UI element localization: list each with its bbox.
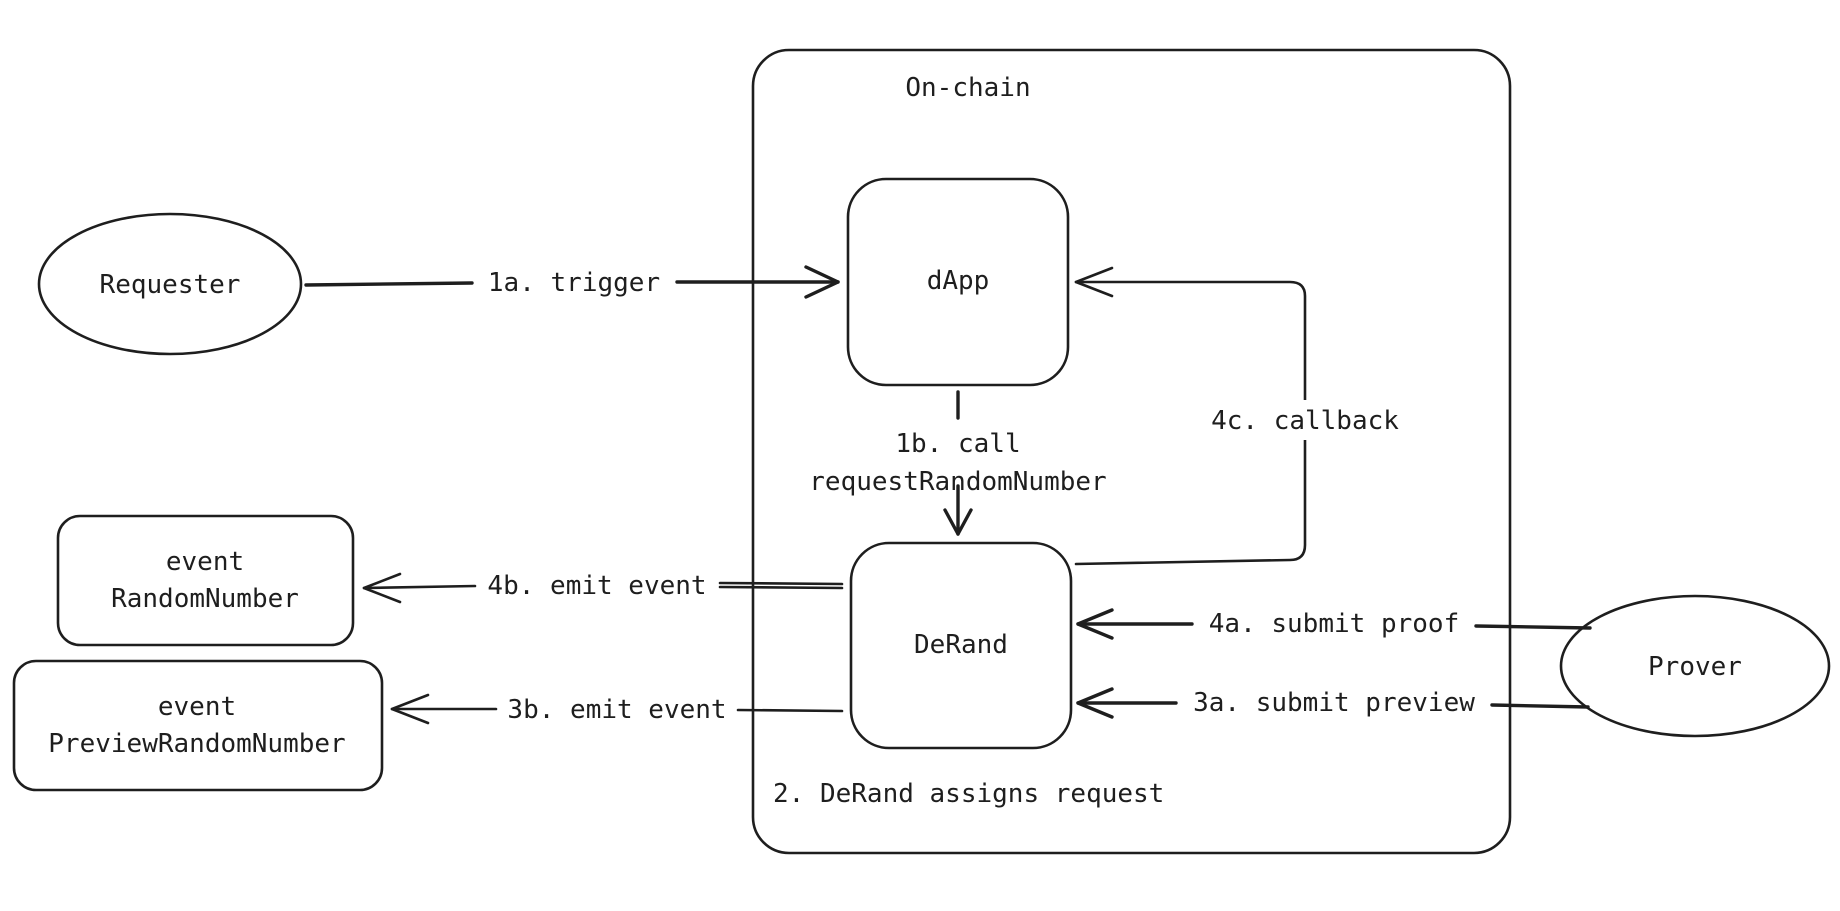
edge-callback-label: 4c. callback bbox=[1211, 406, 1399, 436]
edge-emit-preview-label: 3b. emit event bbox=[507, 695, 726, 725]
dapp-node bbox=[846, 177, 1070, 387]
edge-submit-proof-label: 4a. submit proof bbox=[1209, 609, 1459, 639]
edge-call: 1b. call requestRandomNumber bbox=[809, 390, 1107, 536]
derand-label: DeRand bbox=[914, 630, 1008, 660]
edge-call-label-line2: requestRandomNumber bbox=[809, 467, 1106, 497]
prover-label: Prover bbox=[1648, 652, 1742, 682]
edge-submit-proof: 4a. submit proof bbox=[1076, 608, 1592, 640]
edge-emit-preview: 3b. emit event bbox=[390, 693, 844, 725]
edge-callback: 4c. callback bbox=[1074, 266, 1414, 566]
edge-emit-random: 4b. emit event bbox=[362, 571, 844, 604]
edge-submit-preview: 3a. submit preview bbox=[1076, 687, 1590, 719]
edge-submit-preview-label: 3a. submit preview bbox=[1193, 688, 1475, 718]
requester-label: Requester bbox=[100, 270, 241, 300]
assigns-request-label: 2. DeRand assigns request bbox=[773, 779, 1164, 809]
edge-trigger: 1a. trigger bbox=[304, 265, 840, 299]
event-preview-random-number-line2: PreviewRandomNumber bbox=[48, 729, 345, 759]
derand-node bbox=[849, 541, 1073, 750]
dapp-label: dApp bbox=[927, 266, 990, 296]
edge-trigger-label: 1a. trigger bbox=[488, 268, 660, 298]
on-chain-label: On-chain bbox=[905, 73, 1030, 103]
event-random-number-line2: RandomNumber bbox=[111, 584, 299, 614]
event-random-number-line1: event bbox=[166, 547, 244, 577]
event-preview-random-number-node bbox=[12, 659, 384, 792]
event-preview-random-number-line1: event bbox=[158, 692, 236, 722]
prover-node bbox=[1559, 594, 1831, 738]
event-random-number-node bbox=[56, 514, 355, 647]
edge-call-label-line1: 1b. call bbox=[895, 429, 1020, 459]
edge-emit-random-label: 4b. emit event bbox=[487, 571, 706, 601]
requester-node bbox=[37, 212, 303, 356]
on-chain-container bbox=[751, 48, 1512, 855]
